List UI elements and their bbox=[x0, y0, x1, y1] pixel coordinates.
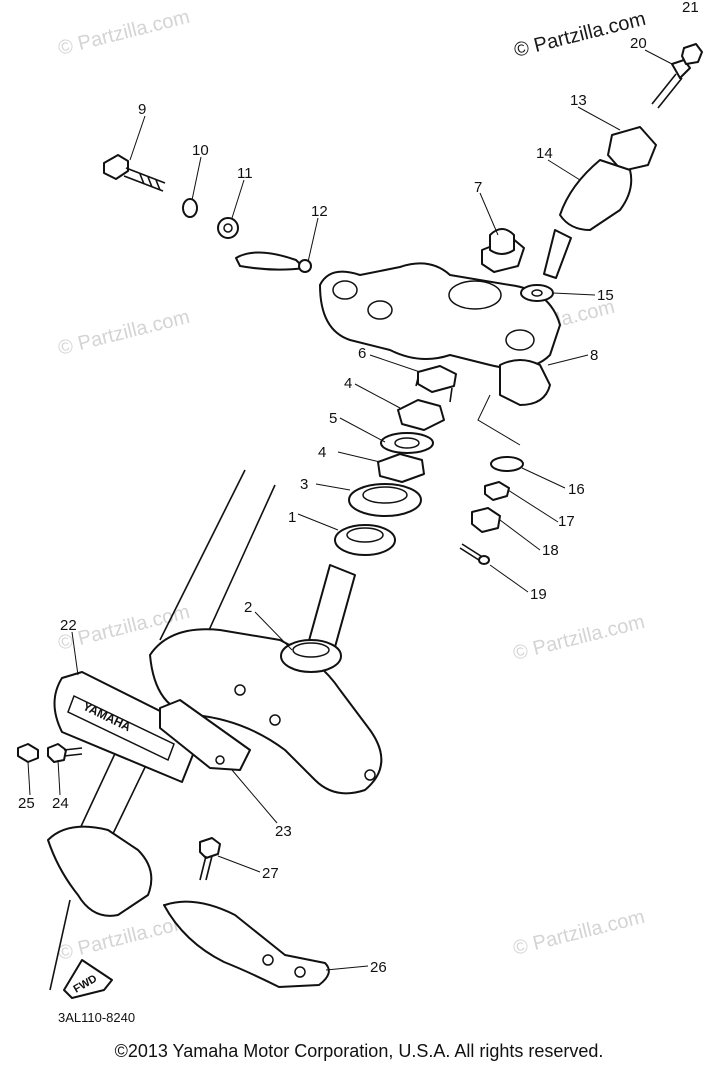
part-bearing-cover-3 bbox=[348, 483, 422, 517]
part-holder-12 bbox=[235, 251, 312, 273]
part-nut-18 bbox=[471, 507, 501, 533]
part-washer-11 bbox=[217, 217, 239, 239]
part-nut-6 bbox=[415, 365, 457, 403]
part-lower-bracket bbox=[47, 825, 153, 917]
callout-9: 9 bbox=[138, 101, 146, 118]
part-bolt-20 bbox=[651, 59, 691, 109]
callout-27: 27 bbox=[262, 865, 279, 882]
part-handlebar-14 bbox=[543, 159, 633, 279]
part-screw-19 bbox=[459, 543, 490, 565]
callout-19: 19 bbox=[530, 586, 547, 603]
callout-18: 18 bbox=[542, 542, 559, 559]
callout-leaders bbox=[27, 49, 673, 971]
watermark: © Partzilla.com bbox=[511, 611, 647, 665]
callout-23: 23 bbox=[275, 823, 292, 840]
callout-3: 3 bbox=[300, 476, 308, 493]
callout-25: 25 bbox=[18, 795, 35, 812]
part-cap-25 bbox=[17, 743, 39, 763]
part-ring-nut-4b bbox=[377, 453, 425, 483]
part-bearing-2 bbox=[280, 639, 342, 673]
part-nut-17 bbox=[484, 481, 510, 501]
callout-7: 7 bbox=[474, 179, 482, 196]
watermark: © Partzilla.com bbox=[511, 906, 647, 960]
callout-10: 10 bbox=[192, 142, 209, 159]
callout-21: 21 bbox=[682, 0, 699, 16]
watermark-top-right: © Partzilla.com bbox=[512, 8, 648, 62]
callout-16: 16 bbox=[568, 481, 585, 498]
watermark: © Partzilla.com bbox=[56, 6, 192, 60]
part-washer-10 bbox=[182, 198, 198, 218]
callout-11: 11 bbox=[237, 165, 253, 182]
copyright-notice: ©2013 Yamaha Motor Corporation, U.S.A. A… bbox=[114, 1041, 604, 1061]
part-ring-nut-4a bbox=[397, 399, 445, 431]
part-bearing-1 bbox=[334, 524, 396, 556]
part-handlebar-holder-13 bbox=[607, 126, 657, 172]
part-upper-bracket-8 bbox=[319, 262, 561, 406]
watermark: © Partzilla.com bbox=[56, 306, 192, 360]
callout-5: 5 bbox=[329, 410, 337, 427]
part-bolt-27 bbox=[199, 837, 221, 881]
callout-12: 12 bbox=[311, 203, 328, 220]
callout-22: 22 bbox=[60, 617, 77, 634]
part-washer-5 bbox=[380, 432, 434, 454]
callout-26: 26 bbox=[370, 959, 387, 976]
callout-4a: 4 bbox=[344, 375, 352, 392]
part-cap-21 bbox=[681, 43, 703, 65]
callout-24: 24 bbox=[52, 795, 69, 812]
fwd-arrow-stamp: FWD bbox=[63, 959, 113, 999]
callout-15: 15 bbox=[597, 287, 614, 304]
callout-8: 8 bbox=[590, 347, 598, 364]
part-washer-15 bbox=[520, 284, 554, 302]
callout-6: 6 bbox=[358, 345, 366, 362]
diagram-code: 3AL110-8240 bbox=[58, 1010, 135, 1025]
part-guide-26 bbox=[163, 900, 330, 988]
callout-17: 17 bbox=[558, 513, 575, 530]
callout-4b: 4 bbox=[318, 444, 326, 461]
callout-numbers: 1 2 3 4 4 5 6 7 8 9 10 11 12 13 14 15 16… bbox=[18, 0, 699, 976]
part-nut-7 bbox=[481, 228, 525, 273]
callout-14: 14 bbox=[536, 145, 553, 162]
part-bracket-23 bbox=[159, 699, 251, 771]
part-bolt-9 bbox=[103, 154, 166, 192]
callout-2: 2 bbox=[244, 599, 252, 616]
callout-13: 13 bbox=[570, 92, 587, 109]
callout-20: 20 bbox=[630, 35, 647, 52]
part-emblem-cover-22: YAMAHA bbox=[53, 671, 203, 783]
part-bolt-24 bbox=[47, 743, 83, 763]
callout-1: 1 bbox=[288, 509, 296, 526]
part-washer-16 bbox=[490, 456, 524, 472]
